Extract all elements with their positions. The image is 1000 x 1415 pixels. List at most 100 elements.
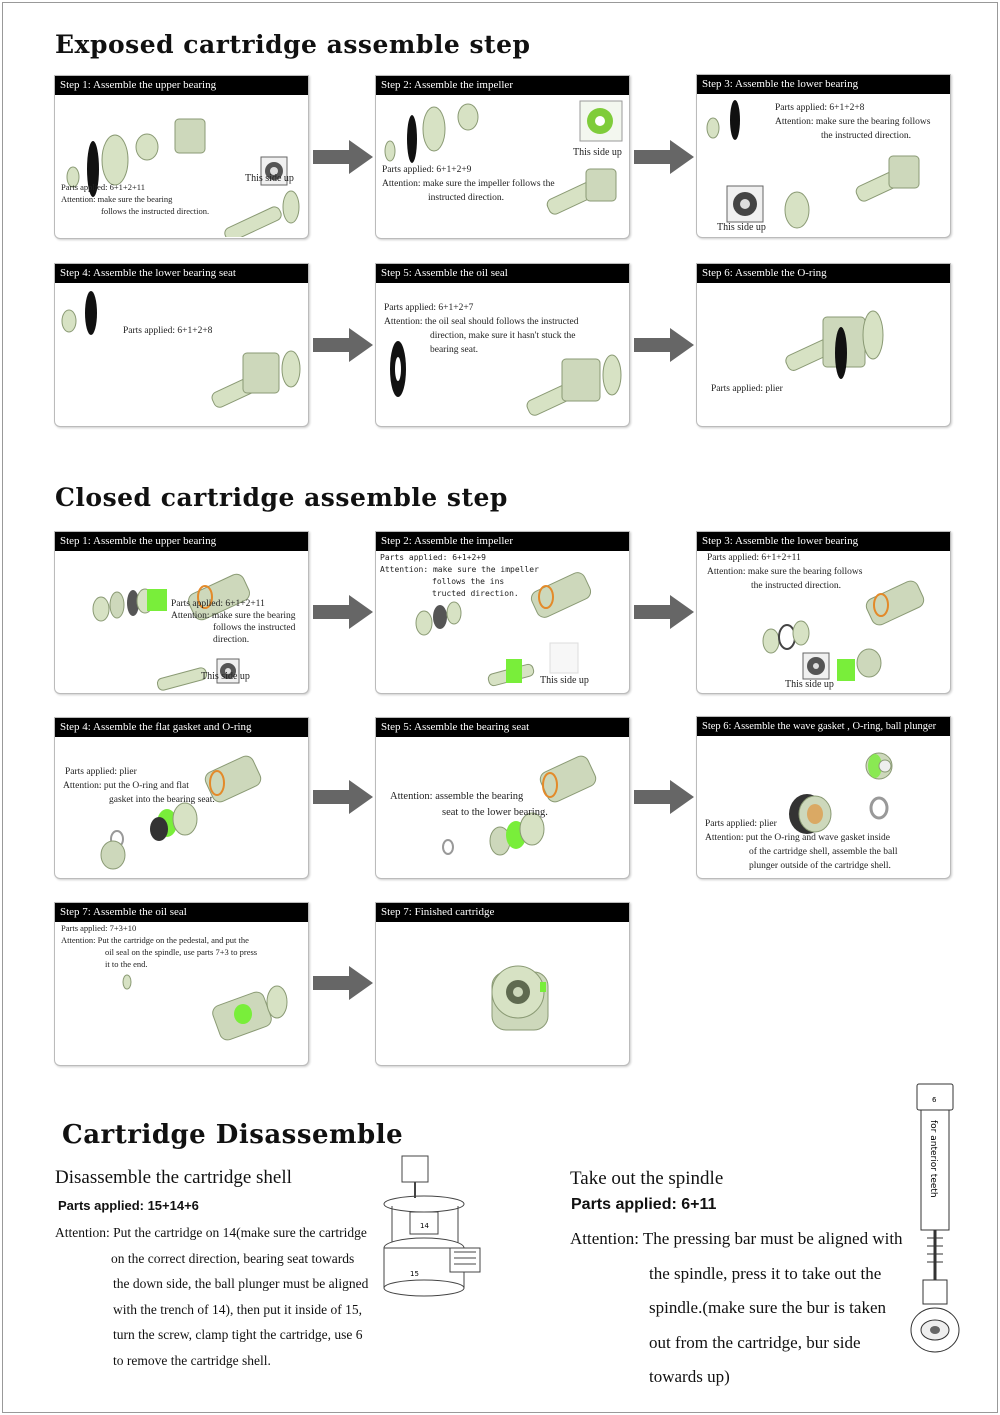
- step-illustration: [491, 965, 549, 1031]
- attention-text-2: oil seal on the spindle, use parts 7+3 t…: [105, 947, 258, 957]
- step-illustration: [706, 100, 920, 229]
- panel-header: Step 6: Assemble the O-ring: [697, 264, 950, 283]
- attention-text: Attention: put the O-ring and wave gaske…: [705, 833, 890, 843]
- attention-text-2: the instructed direction.: [821, 131, 911, 141]
- attention-text: Attention: make sure the impeller: [380, 565, 539, 574]
- parts-applied: Parts applied: 6+1+2+11: [171, 599, 265, 609]
- attention-text: Attention: the oil seal should follows t…: [384, 317, 579, 327]
- attention-text-2: of the cartridge shell, assemble the bal…: [749, 847, 898, 857]
- attention-text-2: follows the ins: [432, 577, 505, 586]
- text-line: towards up): [649, 1367, 730, 1386]
- note-label: This side up: [201, 671, 250, 682]
- attention-text-2: seat to the lower bearing.: [442, 807, 548, 818]
- panel-header: Step 7: Assemble the oil seal: [55, 903, 308, 922]
- attention-text-3: direction.: [213, 635, 250, 645]
- disassemble-left-parts: Parts applied: 15+14+6: [58, 1198, 199, 1213]
- step-illustration: [100, 755, 262, 870]
- attention-text: Attention: assemble the bearing: [390, 791, 524, 802]
- disassemble-left-heading: Disassemble the cartridge shell: [55, 1167, 292, 1188]
- panel-header: Step 7: Finished cartridge: [376, 903, 629, 922]
- exposed-step-1-panel: Step 1: Assemble the upper bearing This …: [54, 75, 309, 239]
- attention-text: Attention: Put the cartridge on the pede…: [61, 935, 249, 945]
- disassemble-left-text: Attention: Put the cartridge on 14(make …: [55, 1220, 368, 1373]
- arrow-icon: [313, 966, 373, 1000]
- exposed-step-4-panel: Step 4: Assemble the lower bearing seat …: [54, 263, 309, 427]
- arrow-icon: [313, 780, 373, 814]
- closed-step-4-panel: Step 4: Assemble the flat gasket and O-r…: [54, 717, 309, 879]
- closed-step-7-panel: Step 7: Assemble the oil seal Parts appl…: [54, 902, 309, 1066]
- step-illustration: [762, 580, 925, 681]
- arrow-icon: [313, 595, 373, 629]
- step-illustration: [66, 118, 300, 237]
- step-illustration: [61, 291, 301, 408]
- closed-step-3-panel: Step 3: Assemble the lower bearing Parts…: [696, 531, 951, 694]
- panel-header: Step 2: Assemble the impeller: [376, 532, 629, 551]
- attention-text-3: tructed direction.: [432, 589, 519, 598]
- section-title-disassemble: Cartridge Disassemble: [62, 1120, 404, 1150]
- text-line: on the correct direction, bearing seat t…: [111, 1250, 355, 1266]
- step-illustration: [789, 752, 893, 834]
- disassemble-tool-illustration: 14 15: [383, 1155, 481, 1297]
- closed-step-2-panel: Step 2: Assemble the impeller Parts appl…: [375, 531, 630, 694]
- attention-text-2: instructed direction.: [428, 193, 504, 203]
- attention-text: Attention: put the O-ring and flat: [63, 781, 189, 791]
- parts-applied: Parts applied: 6+1+2+11: [61, 182, 145, 192]
- tool-label: for anterior teeth: [928, 1120, 938, 1198]
- exposed-step-3-panel: Step 3: Assemble the lower bearing Parts…: [696, 74, 951, 238]
- parts-applied: Parts applied: 6+1+2+8: [123, 326, 213, 336]
- section-title-exposed: Exposed cartridge assemble step: [55, 30, 531, 59]
- step-illustration: [785, 310, 884, 379]
- arrow-icon: [634, 328, 694, 362]
- step-illustration: [415, 572, 592, 687]
- panel-header: Step 3: Assemble the lower bearing: [697, 75, 950, 94]
- disassemble-right-heading: Take out the spindle: [570, 1168, 724, 1189]
- exposed-step-2-panel: Step 2: Assemble the impeller This side …: [375, 75, 630, 239]
- exposed-step-6-panel: Step 6: Assemble the O-ring Parts applie…: [696, 263, 951, 427]
- panel-header: Step 6: Assemble the wave gasket , O-rin…: [697, 717, 950, 736]
- arrow-icon: [634, 595, 694, 629]
- note-label: This side up: [573, 147, 622, 158]
- attention-text-3: plunger outside of the cartridge shell.: [749, 861, 891, 871]
- parts-applied: Parts applied: 6+1+2+9: [382, 165, 472, 175]
- part-label-14: 14: [420, 1222, 429, 1230]
- text-line: Attention: Put the cartridge on 14(make …: [55, 1225, 367, 1240]
- arrow-icon: [313, 140, 373, 174]
- parts-applied: Parts applied: 6+1+2+8: [775, 103, 865, 113]
- panel-header: Step 1: Assemble the upper bearing: [55, 76, 308, 95]
- note-label: This side up: [540, 675, 589, 686]
- attention-text-3: it to the end.: [105, 959, 148, 969]
- arrow-icon: [313, 328, 373, 362]
- tool-number: 6: [932, 1096, 937, 1104]
- arrow-icon: [634, 780, 694, 814]
- attention-text: Attention: make sure the impeller follow…: [382, 179, 555, 189]
- parts-applied: Parts applied: 6+1+2+7: [384, 303, 474, 313]
- disassemble-right-text: Attention: The pressing bar must be alig…: [570, 1222, 903, 1395]
- attention-text-2: the instructed direction.: [751, 581, 841, 591]
- attention-text-3: bearing seat.: [430, 345, 479, 355]
- parts-applied: Parts applied: 6+1+2+9: [380, 553, 486, 562]
- parts-applied: Parts applied: plier: [705, 819, 777, 829]
- panel-header: Step 4: Assemble the lower bearing seat: [55, 264, 308, 283]
- text-line: with the trench of 14), then put it insi…: [113, 1301, 362, 1317]
- panel-header: Step 3: Assemble the lower bearing: [697, 532, 950, 551]
- part-label-15: 15: [410, 1270, 419, 1278]
- parts-applied: Parts applied: 7+3+10: [61, 923, 137, 933]
- text-line: spindle.(make sure the bur is taken: [649, 1298, 886, 1317]
- attention-text-2: follows the instructed: [213, 623, 296, 633]
- step-illustration: [92, 573, 250, 691]
- disassemble-right-parts: Parts applied: 6+11: [571, 1196, 717, 1213]
- pressing-bar-tool-illustration: 6 for anterior teeth: [910, 1083, 960, 1353]
- closed-step-1-panel: Step 1: Assemble the upper bearing Parts…: [54, 531, 309, 694]
- step-illustration: [384, 100, 623, 215]
- parts-applied: Parts applied: plier: [711, 384, 783, 394]
- attention-text-2: gasket into the bearing seat.: [109, 795, 215, 805]
- panel-header: Step 4: Assemble the flat gasket and O-r…: [55, 718, 308, 737]
- attention-text: Attention: make sure the bearing follows: [707, 567, 863, 577]
- note-label: This side up: [245, 173, 294, 184]
- panel-header: Step 1: Assemble the upper bearing: [55, 532, 308, 551]
- section-title-closed: Closed cartridge assemble step: [55, 483, 508, 512]
- attention-text-2: follows the instructed direction.: [101, 206, 210, 216]
- text-line: to remove the cartridge shell.: [113, 1352, 271, 1368]
- text-line: the down side, the ball plunger must be …: [113, 1276, 369, 1291]
- text-line: turn the screw, clamp tight the cartridg…: [113, 1327, 363, 1342]
